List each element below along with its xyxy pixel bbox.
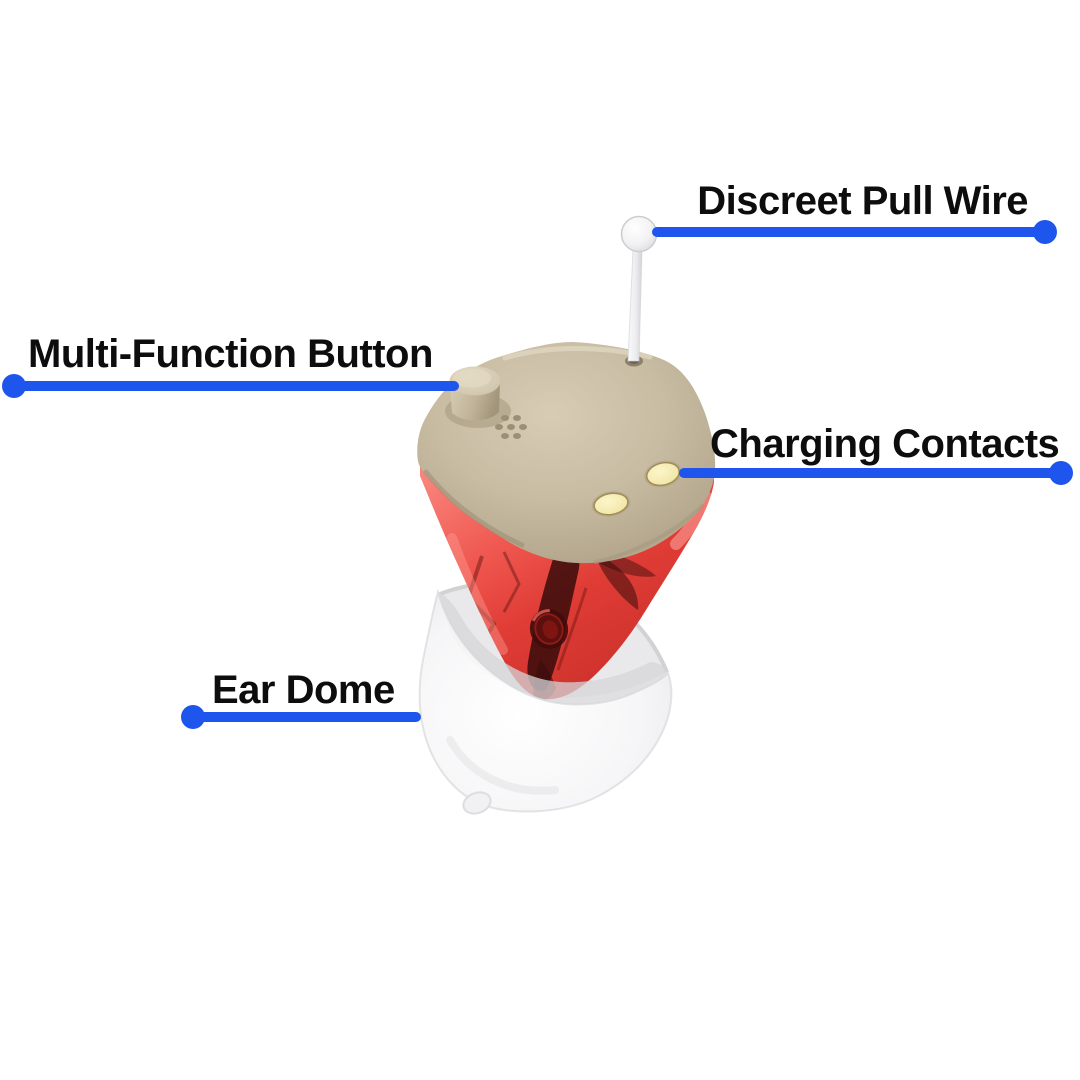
callout-dot-discreet-pull-wire	[1033, 220, 1057, 244]
ear-dome-front	[418, 588, 673, 815]
microphone-ports	[495, 415, 527, 439]
callout-dot-multi-function-button	[2, 374, 26, 398]
pull-wire-ball	[620, 215, 658, 253]
callout-label-ear-dome: Ear Dome	[212, 668, 395, 712]
callout-line-charging-contacts	[679, 468, 1061, 478]
callout-dot-charging-contacts	[1049, 461, 1073, 485]
vent-opening	[529, 609, 569, 649]
callout-line-discreet-pull-wire	[652, 227, 1045, 237]
pull-wire	[620, 215, 658, 362]
callout-line-multi-function-button	[14, 381, 459, 391]
callout-dot-ear-dome	[181, 705, 205, 729]
ear-dome-rim-lip	[438, 592, 668, 705]
callout-label-discreet-pull-wire: Discreet Pull Wire	[697, 179, 1028, 223]
callout-line-ear-dome	[193, 712, 421, 722]
charging-contact-left	[591, 491, 631, 517]
callout-label-multi-function-button: Multi-Function Button	[28, 332, 433, 376]
callout-label-charging-contacts: Charging Contacts	[710, 422, 1060, 466]
faceplate	[417, 342, 716, 564]
multi-function-button-part	[445, 366, 511, 428]
charging-contact-right	[644, 460, 682, 488]
ear-dome-nub	[462, 791, 492, 815]
pull-wire-stem	[627, 249, 643, 362]
